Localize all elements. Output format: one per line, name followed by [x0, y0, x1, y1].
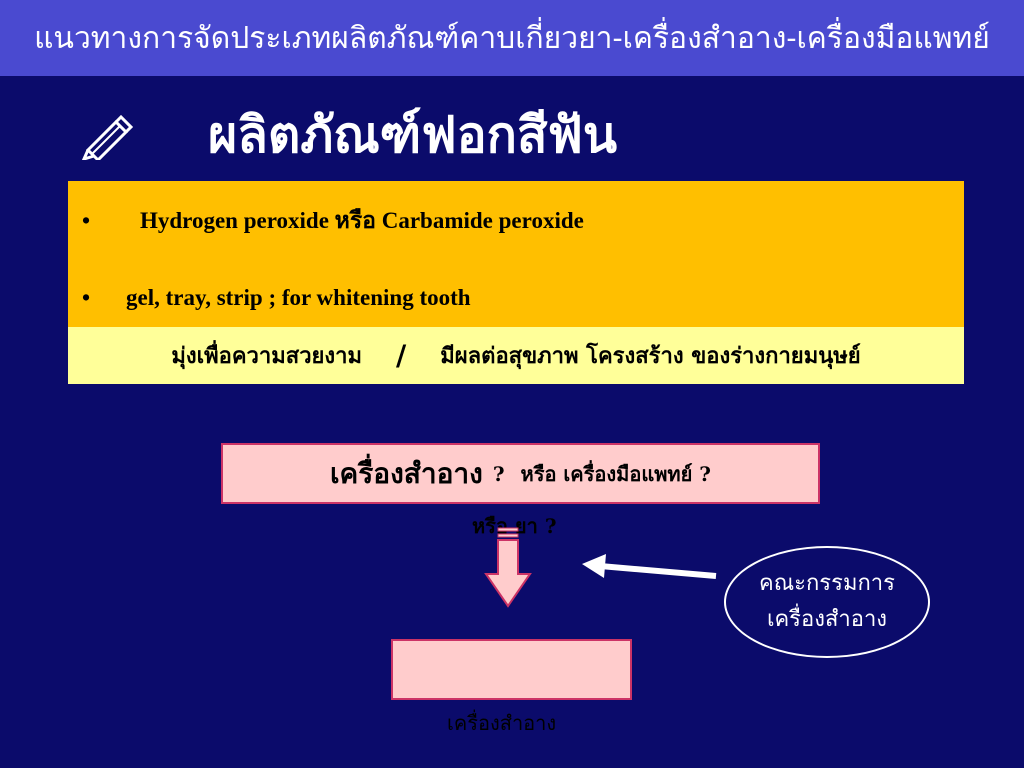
- committee-ellipse: คณะกรรมการ เครื่องสำอาง: [724, 546, 930, 658]
- note-panel: มุ่งเพื่อความสวยงาม / มีผลต่อสุขภาพ โครง…: [68, 327, 964, 384]
- note-left: มุ่งเพื่อความสวยงาม: [171, 343, 363, 369]
- slide-title: แนวทางการจัดประเภทผลิตภัณฑ์คาบเกี่ยวยา-เ…: [34, 20, 990, 56]
- heading-text: ผลิตภัณฑ์ฟอกสีฟัน: [208, 105, 618, 164]
- result-box: [391, 639, 632, 700]
- question-mark: ?: [492, 461, 505, 486]
- slide-heading: ผลิตภัณฑ์ฟอกสีฟัน: [80, 95, 617, 175]
- question-main: เครื่องสำอาง: [329, 456, 483, 490]
- down-arrow-icon: [484, 527, 532, 608]
- bullet-marker: •: [82, 208, 91, 233]
- note-separator: /: [396, 339, 407, 372]
- pencil-icon: [81, 114, 134, 160]
- bullet-item: • gel, tray, strip ; for whitening tooth: [82, 285, 471, 311]
- question-box: เครื่องสำอาง ? หรือ เครื่องมือแพทย์ ?: [221, 443, 820, 504]
- note-right: มีผลต่อสุขภาพ โครงสร้าง ของร่างกายมนุษย์: [440, 343, 861, 369]
- result-text: เครื่องสำอาง: [447, 711, 557, 735]
- committee-line2: เครื่องสำอาง: [766, 607, 888, 632]
- left-arrow-icon: [582, 554, 717, 579]
- question-rest: หรือ เครื่องมือแพทย์ ?: [520, 461, 712, 486]
- bullet-text: Hydrogen peroxide หรือ Carbamide peroxid…: [140, 208, 584, 233]
- committee-line1: คณะกรรมการ: [759, 571, 895, 596]
- bullet-item: • Hydrogen peroxide หรือ Carbamide perox…: [82, 203, 584, 239]
- bullet-marker: •: [82, 285, 91, 310]
- title-bar: แนวทางการจัดประเภทผลิตภัณฑ์คาบเกี่ยวยา-เ…: [0, 0, 1024, 76]
- bullet-panel: • Hydrogen peroxide หรือ Carbamide perox…: [68, 181, 964, 327]
- bullet-text: gel, tray, strip ; for whitening tooth: [126, 285, 471, 310]
